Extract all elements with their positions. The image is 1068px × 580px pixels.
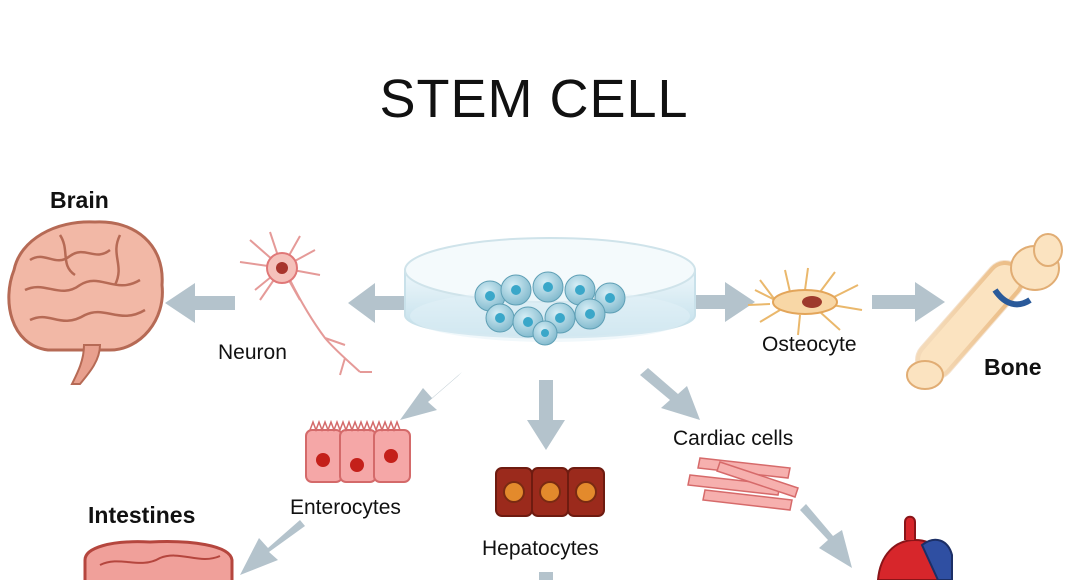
bone-illustration (906, 233, 1063, 390)
neuron-illustration (239, 231, 372, 376)
arrow-to-bone (872, 282, 945, 322)
arrows (165, 282, 945, 580)
arrow-to-brain (165, 283, 235, 323)
intestines-illustration (83, 540, 234, 580)
osteocyte-label: Osteocyte (762, 333, 857, 356)
neuron-nucleus (276, 262, 288, 274)
stem-cells (474, 271, 626, 346)
arrow-to-hepatocytes-lower (539, 572, 553, 580)
arrow-to-heart (800, 504, 852, 568)
bone-label: Bone (984, 354, 1042, 380)
enterocytes-label: Enterocytes (290, 496, 401, 519)
cardiac-cells-illustration (687, 457, 799, 511)
brain-label: Brain (50, 187, 109, 213)
enterocytes-illustration (305, 419, 411, 483)
neuron-label: Neuron (218, 341, 287, 364)
intestines-label: Intestines (88, 502, 196, 528)
arrow-to-cardiac (640, 368, 700, 420)
arrow-to-neuron (348, 283, 405, 323)
arrow-to-intestines (240, 520, 305, 575)
brain-illustration (7, 220, 164, 385)
hepatocytes-illustration (495, 467, 605, 517)
osteocyte-illustration (747, 267, 863, 336)
arrow-to-hepatocytes (527, 380, 565, 450)
arrow-to-enterocytes (400, 372, 462, 420)
hepatocytes-label: Hepatocytes (482, 537, 599, 560)
heart-illustration (876, 515, 954, 580)
cardiac-cells-label: Cardiac cells (673, 427, 794, 450)
arrow-to-osteocyte (690, 282, 755, 322)
diagram-title: STEM CELL (379, 69, 689, 129)
